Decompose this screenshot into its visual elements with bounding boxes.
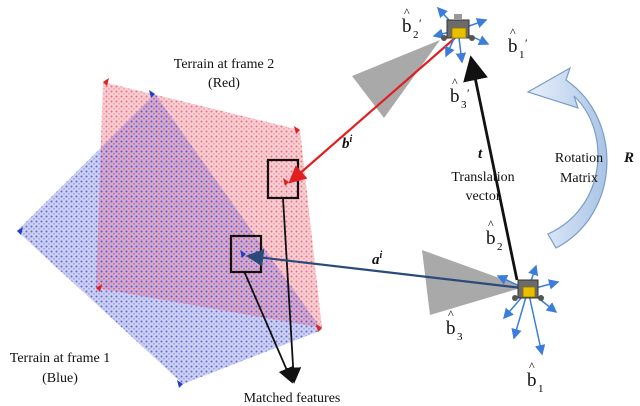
basis-b3: b 3 ^: [446, 307, 463, 343]
matched-arrow-1: [243, 270, 294, 384]
view-cone-frame2: [352, 40, 440, 118]
svg-text:^: ^: [448, 307, 454, 321]
svg-text:3: 3: [461, 99, 467, 111]
svg-text:′: ′: [467, 86, 470, 100]
svg-text:^: ^: [452, 75, 458, 89]
basis-b1: b 1 ^: [527, 359, 544, 395]
basis-b1-prime: b 1 ^ ′: [508, 25, 528, 61]
svg-text:b: b: [508, 36, 518, 57]
translation-vector-t: [463, 55, 519, 281]
terrain-frame2-label-line2: (Red): [208, 76, 240, 91]
translation-label-line2: vector: [466, 189, 501, 204]
rotation-arrow: [526, 66, 608, 249]
matched-arrow-2: [282, 197, 302, 384]
blue-corner-markers: [17, 90, 183, 388]
svg-text:^: ^: [510, 25, 516, 39]
translation-label-line1: Translation: [451, 170, 514, 185]
svg-text:b: b: [450, 86, 460, 107]
basis-b2: b 2 ^: [486, 217, 503, 253]
svg-text:^: ^: [529, 359, 535, 373]
svg-text:2: 2: [413, 29, 419, 41]
svg-text:b: b: [446, 318, 456, 339]
t-symbol: t: [478, 146, 483, 162]
vector-b-i: [288, 37, 456, 184]
terrain-frame1-label-line1: Terrain at frame 1: [10, 351, 110, 366]
a-i-symbol: ai: [372, 250, 383, 268]
basis-b3-prime: b 3 ^ ′: [450, 75, 470, 111]
svg-text:′: ′: [419, 16, 422, 30]
rotation-label-line1: Rotation: [555, 151, 603, 166]
svg-text:^: ^: [488, 217, 494, 231]
terrain-overlap-region: [96, 94, 322, 328]
vector-a-i: [245, 249, 523, 290]
red-corner-markers: [96, 78, 322, 332]
spacecraft-frame2: [432, 6, 490, 64]
R-symbol: R: [623, 150, 634, 166]
terrain-frame1-label-line2: (Blue): [42, 371, 78, 386]
svg-text:3: 3: [457, 331, 463, 343]
rotation-label-line2: Matrix: [560, 171, 598, 186]
svg-text:′: ′: [525, 36, 528, 50]
matched-features-label: Matched features: [244, 391, 341, 406]
b-i-symbol: bi: [342, 134, 353, 152]
svg-text:^: ^: [404, 5, 410, 19]
svg-text:1: 1: [538, 383, 544, 395]
svg-text:b: b: [527, 370, 537, 391]
svg-text:b: b: [402, 16, 412, 37]
basis-b2-prime: b 2 ^ ′: [402, 5, 422, 41]
terrain-frame2-label-line1: Terrain at frame 2: [174, 57, 274, 72]
svg-text:2: 2: [497, 241, 503, 253]
spacecraft-frame1: [496, 264, 560, 356]
svg-text:b: b: [486, 228, 496, 249]
svg-text:1: 1: [519, 49, 525, 61]
